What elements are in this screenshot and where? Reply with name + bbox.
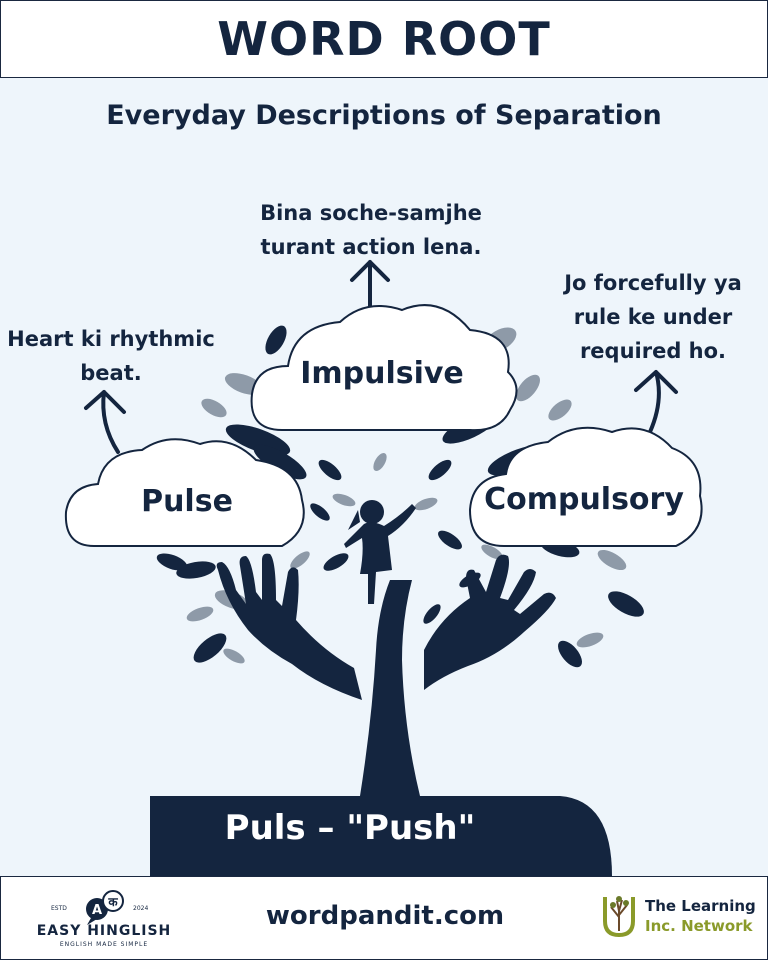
left-hand bbox=[216, 553, 362, 700]
brand-tagline: ENGLISH MADE SIMPLE bbox=[59, 941, 149, 948]
logo-glyph-b: क bbox=[107, 895, 118, 909]
page-subtitle: Everyday Descriptions of Separation bbox=[106, 100, 662, 131]
child-silhouette-icon bbox=[344, 500, 416, 604]
logo-glyph-a: A bbox=[92, 903, 102, 918]
estd-label: ESTD bbox=[51, 905, 67, 912]
definition-line: required ho. bbox=[579, 339, 727, 363]
word-compulsory: Compulsory bbox=[484, 482, 684, 517]
page-title: WORD ROOT bbox=[217, 12, 551, 66]
tree-trunk bbox=[360, 580, 420, 796]
word-pulse: Pulse bbox=[141, 484, 233, 519]
up-arrow-icon bbox=[634, 370, 678, 434]
definition-pulse: Heart ki rhythmic beat. bbox=[0, 322, 222, 390]
definition-line: Heart ki rhythmic bbox=[7, 327, 215, 351]
definition-line: rule ke under bbox=[573, 305, 733, 329]
definition-line: Bina soche-samjhe bbox=[260, 201, 482, 225]
site-link[interactable]: wordpandit.com bbox=[265, 901, 505, 931]
definition-line: beat. bbox=[80, 361, 142, 385]
brand-line2: Inc. Network bbox=[645, 917, 753, 935]
word-impulsive: Impulsive bbox=[300, 356, 464, 391]
cloud-impulsive bbox=[250, 304, 518, 432]
brand-name: EASY HINGLISH bbox=[36, 923, 172, 939]
root-label: Puls – "Push" bbox=[224, 808, 476, 848]
footer: A क ESTD 2024 EASY HINGLISH ENGLISH MADE… bbox=[0, 876, 768, 960]
title-banner: WORD ROOT bbox=[0, 0, 768, 78]
tree-logo-icon bbox=[603, 896, 635, 938]
up-arrow-icon bbox=[84, 390, 126, 454]
learning-inc-logo: The Learning Inc. Network bbox=[599, 891, 759, 951]
definition-line: turant action lena. bbox=[260, 235, 482, 259]
definition-compulsory: Jo forcefully ya rule ke under required … bbox=[548, 266, 758, 368]
cloud-compulsory bbox=[468, 426, 703, 547]
definition-impulsive: Bina soche-samjhe turant action lena. bbox=[236, 196, 506, 264]
root-ground bbox=[150, 796, 612, 876]
up-arrow-icon bbox=[350, 260, 390, 308]
right-hand bbox=[424, 554, 556, 690]
cloud-pulse bbox=[64, 438, 305, 547]
easy-hinglish-logo: A क ESTD 2024 EASY HINGLISH ENGLISH MADE… bbox=[29, 887, 179, 951]
year-label: 2024 bbox=[133, 905, 149, 912]
brand-line1: The Learning bbox=[645, 897, 756, 915]
chat-bubble-logo-icon: A क bbox=[86, 890, 124, 925]
definition-line: Jo forcefully ya bbox=[564, 271, 742, 295]
